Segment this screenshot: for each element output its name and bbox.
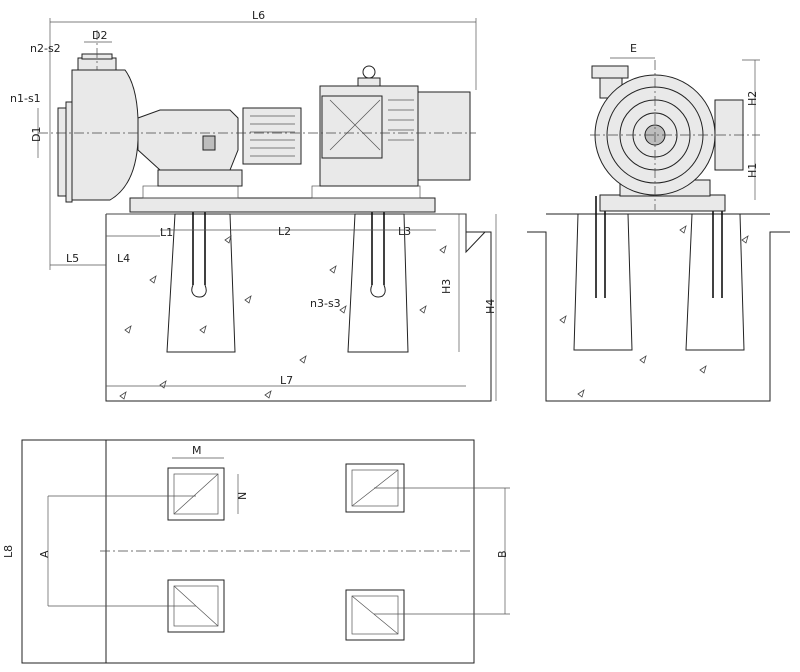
dim-D2: D2 [92,29,107,42]
dim-L3: L3 [398,225,411,238]
dim-L5: L5 [66,252,79,265]
dim-L8: L8 [2,545,15,558]
label-n2-s2: n2-s2 [30,42,61,55]
dim-L4: L4 [117,252,130,265]
plan-pocket-top-left [167,467,225,521]
dim-H3: H3 [440,279,453,294]
side-view: L6 D2 n2-s2 n1-s1 D1 L1 L2 L3 L4 L5 L7 H… [10,9,497,402]
dim-L1: L1 [160,226,173,239]
plan-dimension-lines [47,457,510,615]
pump-casing [57,30,139,203]
label-n1-s1: n1-s1 [10,92,41,105]
dim-A: A [38,550,51,558]
coupling-guard [242,107,302,165]
dim-L7: L7 [280,374,293,387]
plan-view: M N A B L8 [2,439,510,664]
end-dimension-lines [610,57,760,200]
dimension-lines [37,18,497,401]
dim-E: E [630,42,637,55]
end-concrete-aggregate [559,225,749,398]
foundation-slab [105,213,492,402]
dim-D1: D1 [30,127,43,142]
label-n3-s3: n3-s3 [310,297,341,310]
dim-H4: H4 [484,299,497,314]
concrete-aggregate [119,235,447,400]
plan-foundation-outline [21,439,475,664]
dim-B: B [496,550,509,558]
dim-L2: L2 [278,225,291,238]
bearing-bracket [137,109,243,187]
electric-motor [319,65,471,187]
base-frame [129,185,436,213]
dim-H1: H1 [746,163,759,178]
dim-N: N [236,492,249,500]
end-foundation [527,196,790,402]
dim-H2: H2 [746,91,759,106]
dim-L6: L6 [252,9,265,22]
anchor-pocket-right [347,198,409,353]
end-pump-body [591,65,744,212]
plan-pocket-bottom-right [345,589,405,641]
end-view: E H2 H1 [527,42,790,402]
dim-M: M [192,444,202,457]
